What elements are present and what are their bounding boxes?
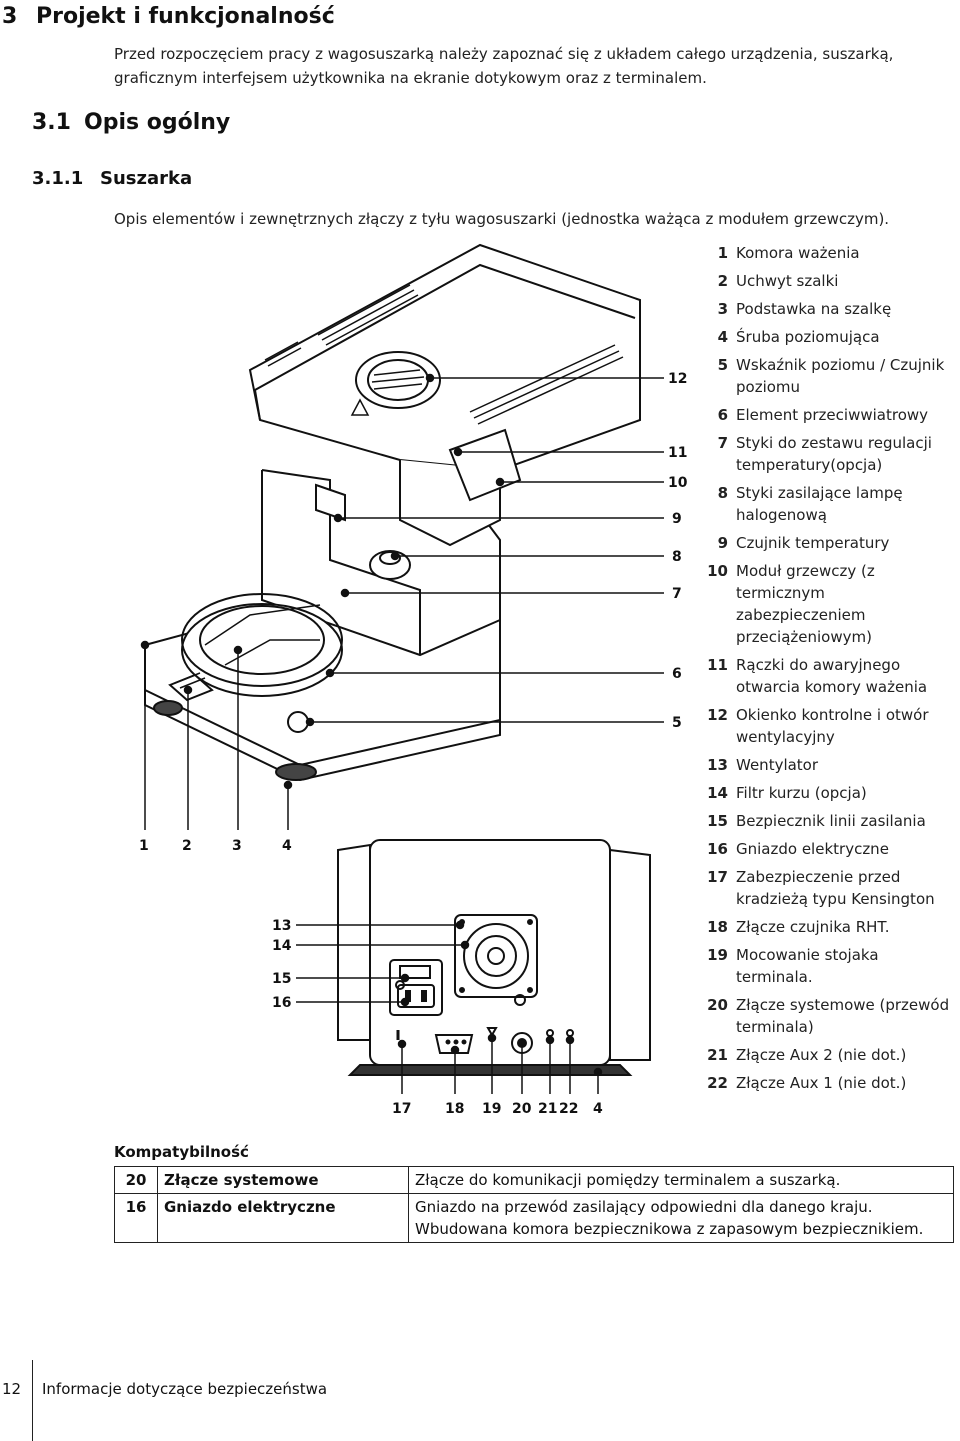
leader-lines-front-right bbox=[305, 373, 664, 727]
intro-paragraph: Przed rozpoczęciem pracy z wagosuszarką … bbox=[114, 45, 894, 87]
callout-back-4: 4 bbox=[593, 1101, 603, 1117]
callout-front-1: 1 bbox=[139, 838, 149, 854]
callout-front-8: 8 bbox=[672, 549, 682, 565]
chapter-heading: 3 Projekt i funkcjonalność bbox=[2, 4, 335, 29]
chapter-number: 3 bbox=[2, 4, 18, 29]
device-illustration: 1 2 3 4 12 11 10 9 8 7 6 5 13 14 15 16 1… bbox=[139, 243, 688, 1117]
table-cell-name: Złącze systemowe bbox=[157, 1166, 409, 1194]
callout-back-16: 16 bbox=[272, 995, 291, 1011]
callout-front-5: 5 bbox=[672, 715, 682, 731]
callout-front-11: 11 bbox=[668, 445, 687, 461]
callout-back-20: 20 bbox=[512, 1101, 532, 1117]
table-row: 16 Gniazdo elektryczne Gniazdo na przewó… bbox=[114, 1193, 954, 1243]
table-row: 20 Złącze systemowe Złącze do komunikacj… bbox=[114, 1166, 954, 1194]
section-title: Opis ogólny bbox=[84, 110, 231, 135]
callout-back-15: 15 bbox=[272, 971, 291, 987]
chapter-title: Projekt i funkcjonalność bbox=[36, 4, 335, 29]
subsection-title: Suszarka bbox=[100, 168, 193, 189]
compatibility-title: Kompatybilność bbox=[114, 1143, 249, 1161]
leader-lines-front-left bbox=[140, 640, 293, 830]
callout-front-6: 6 bbox=[672, 666, 682, 682]
footer-divider bbox=[32, 1360, 33, 1441]
back-view bbox=[296, 839, 651, 1094]
callout-front-4: 4 bbox=[282, 838, 292, 854]
table-cell-name: Gniazdo elektryczne bbox=[157, 1193, 409, 1243]
callout-front-9: 9 bbox=[672, 511, 682, 527]
table-cell-description: Gniazdo na przewód zasilający odpowiedni… bbox=[408, 1193, 954, 1243]
callout-front-10: 10 bbox=[668, 475, 688, 491]
table-cell-description: Złącze do komunikacji pomiędzy terminale… bbox=[408, 1166, 954, 1194]
callout-front-7: 7 bbox=[672, 586, 682, 602]
callout-front-3: 3 bbox=[232, 838, 242, 854]
footer-section-title: Informacje dotyczące bezpieczeństwa bbox=[42, 1380, 328, 1398]
section-number: 3.1 bbox=[32, 110, 71, 135]
lid-vents bbox=[264, 284, 624, 425]
callout-front-12: 12 bbox=[668, 371, 687, 387]
callout-back-22: 22 bbox=[559, 1101, 578, 1117]
callout-back-18: 18 bbox=[445, 1101, 464, 1117]
callout-front-2: 2 bbox=[182, 838, 192, 854]
compatibility-table: 20 Złącze systemowe Złącze do komunikacj… bbox=[114, 1166, 954, 1243]
callout-back-14: 14 bbox=[272, 938, 292, 954]
leader-lines-back-bottom bbox=[397, 1033, 603, 1094]
front-view bbox=[140, 243, 664, 830]
page-number: 12 bbox=[2, 1380, 22, 1398]
callout-back-13: 13 bbox=[272, 918, 291, 934]
subsection-intro: Opis elementów i zewnętrznych złączy z t… bbox=[114, 210, 890, 228]
leader-lines-back-left bbox=[296, 920, 470, 1007]
callout-back-21: 21 bbox=[538, 1101, 557, 1117]
callout-back-17: 17 bbox=[392, 1101, 411, 1117]
table-cell-number: 20 bbox=[114, 1166, 158, 1194]
table-cell-number: 16 bbox=[114, 1193, 158, 1243]
section-heading: 3.1 Opis ogólny bbox=[32, 110, 230, 135]
callout-back-19: 19 bbox=[482, 1101, 501, 1117]
subsection-number: 3.1.1 bbox=[32, 168, 84, 189]
callout-numbers: 1 2 3 4 12 11 10 9 8 7 6 5 13 14 15 16 1… bbox=[139, 371, 688, 1117]
subsection-heading: 3.1.1 Suszarka bbox=[32, 168, 192, 189]
